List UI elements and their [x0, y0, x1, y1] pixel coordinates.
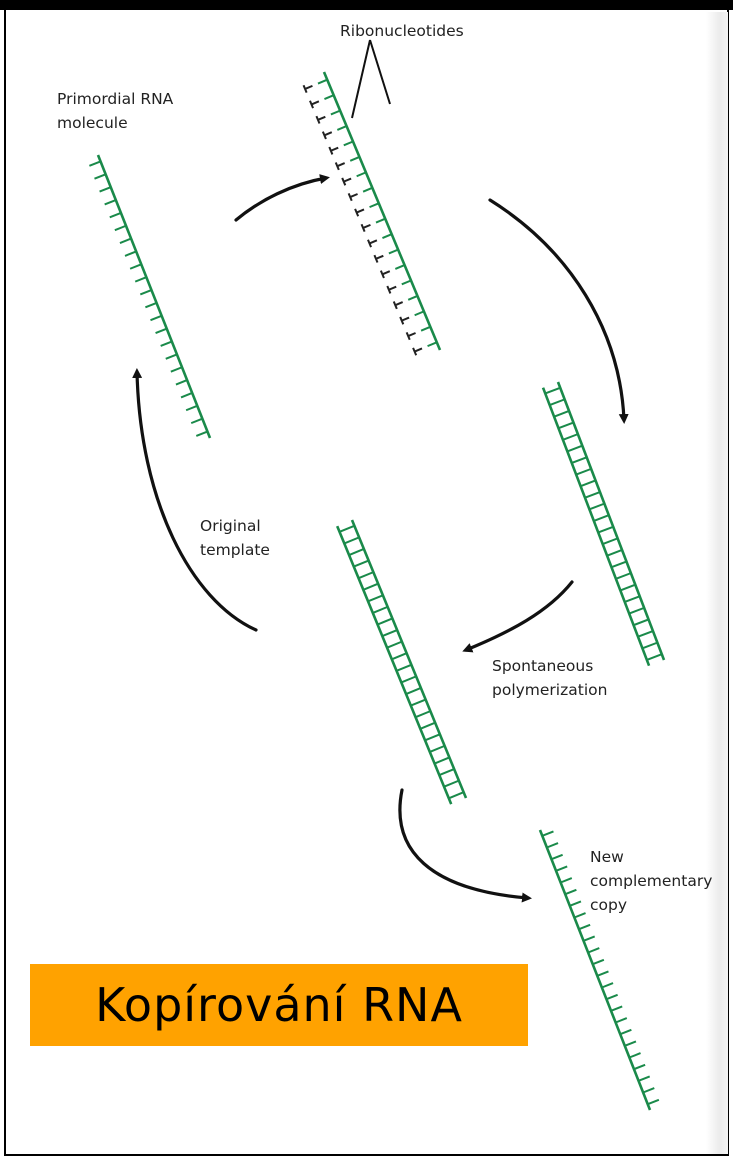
new-copy-label-line2: complementary — [590, 872, 713, 890]
ribonucleotides-pointer — [351, 39, 391, 119]
primordial-label-line1: Primordial RNA — [57, 90, 174, 108]
ribonucleotide — [356, 208, 365, 214]
new-complementary-strand — [538, 829, 660, 1111]
ribonucleotide — [369, 239, 378, 245]
ribonucleotide — [414, 347, 423, 353]
ribonucleotide — [382, 270, 391, 276]
page-edge-shadow — [706, 12, 728, 1154]
top-border — [0, 0, 733, 10]
original-template-label-line2: template — [200, 541, 270, 559]
ribonucleotide — [324, 131, 333, 137]
arrow-template-to-primordial — [132, 368, 258, 632]
ribonucleotide — [394, 301, 404, 307]
ribonucleotide — [311, 100, 320, 106]
ribonucleotide — [375, 254, 384, 260]
ribonucleotides-label: Ribonucleotides — [340, 22, 464, 40]
ribonucleotide — [407, 332, 416, 337]
ribonucleotide — [362, 223, 371, 229]
ribonucleotide — [336, 162, 346, 168]
caption-box: Kopírování RNA — [30, 964, 528, 1046]
primordial-rna-strand — [89, 154, 212, 439]
arrow-nucleotides-to-duplex — [488, 198, 629, 424]
double-strand-center — [335, 519, 468, 805]
primordial-label-line2: molecule — [57, 114, 128, 132]
spontaneous-label-line2: polymerization — [492, 681, 608, 699]
ribonucleotide — [388, 285, 397, 291]
ribonucleotide-strand — [302, 71, 442, 356]
arrow-duplex-to-polymerization — [462, 580, 574, 653]
ribonucleotide — [330, 146, 339, 152]
new-copy-label-line1: New — [590, 848, 624, 866]
ribonucleotide — [343, 177, 352, 183]
caption-title: Kopírování RNA — [95, 978, 463, 1032]
ribonucleotide — [317, 115, 326, 121]
ribonucleotide — [304, 84, 313, 90]
arrow-primordial-to-nucleotides — [234, 174, 330, 222]
ribonucleotide — [401, 316, 410, 322]
double-strand-right — [541, 381, 666, 667]
spontaneous-label-line1: Spontaneous — [492, 657, 594, 675]
original-template-label-line1: Original — [200, 517, 261, 535]
ribonucleotide — [349, 193, 358, 198]
new-copy-label-line3: copy — [590, 896, 628, 914]
arrow-copy-to-new — [398, 788, 532, 903]
